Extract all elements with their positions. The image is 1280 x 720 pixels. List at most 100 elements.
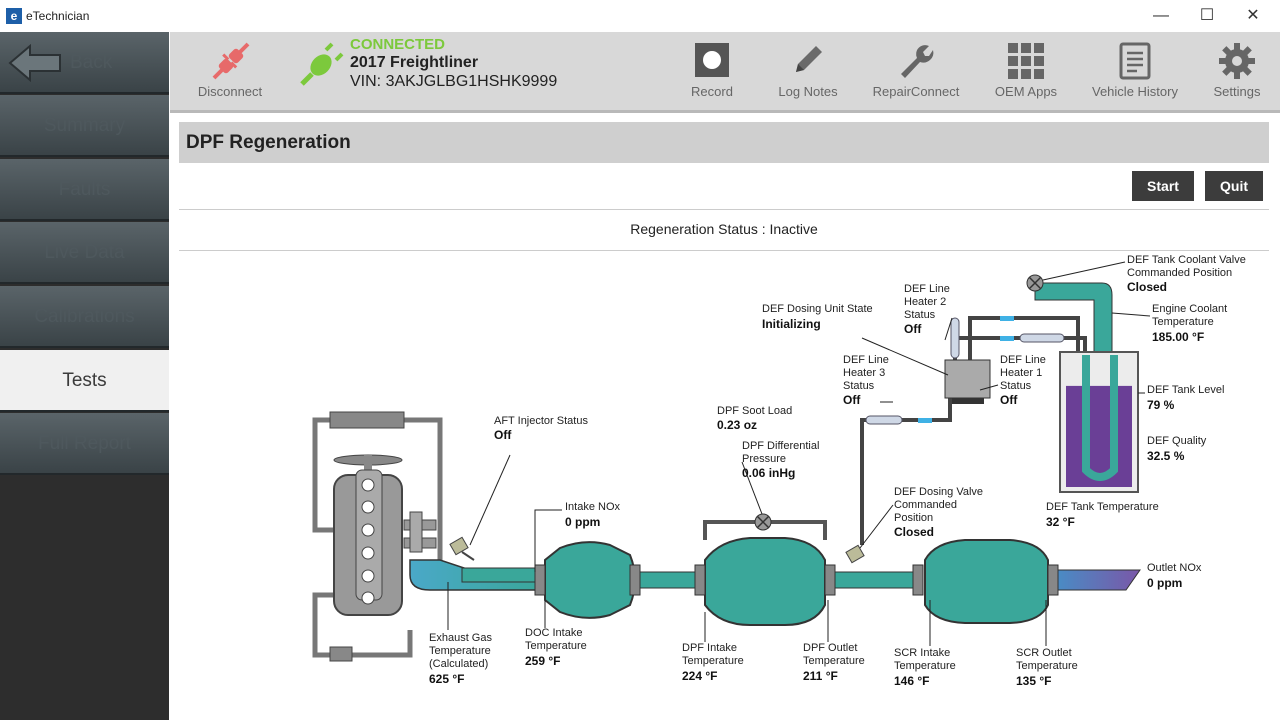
sidebar-item-calibrations[interactable]: Calibrations xyxy=(0,286,169,348)
close-button[interactable]: ✕ xyxy=(1246,7,1260,24)
oem-apps-button[interactable]: OEM Apps xyxy=(981,32,1071,110)
repairconnect-label: RepairConnect xyxy=(872,84,960,99)
page-title: DPF Regeneration xyxy=(186,132,351,153)
dpf-intake-label: DPF Intake xyxy=(682,642,738,654)
line-heater1-label: Heater 1 xyxy=(1000,367,1043,379)
dpf-flange xyxy=(824,564,836,596)
minimize-button[interactable]: — xyxy=(1153,7,1169,24)
log-notes-button[interactable]: Log Notes xyxy=(768,32,848,110)
scr-intake-value: 146 °F xyxy=(894,674,930,688)
dpf-intake-label: Temperature xyxy=(682,655,744,667)
line-heater3-label: Heater 3 xyxy=(843,367,886,379)
repairconnect-button[interactable]: RepairConnect xyxy=(866,32,966,110)
dosing-valve-label: Commanded xyxy=(894,499,957,511)
line-heater2-label: Status xyxy=(904,309,936,321)
line-heater2-value: Off xyxy=(904,322,922,336)
line-heater3-label: Status xyxy=(843,380,875,392)
aft-injector-label: AFT Injector Status xyxy=(494,415,588,427)
record-label: Record xyxy=(691,84,733,99)
sidebar-item-label: Calibrations xyxy=(34,306,135,327)
unplug-icon xyxy=(212,42,250,80)
connection-status: CONNECTED xyxy=(350,36,446,53)
line-heater1-label: DEF Line xyxy=(1000,354,1046,366)
dpf-flange xyxy=(694,564,706,596)
log-notes-label: Log Notes xyxy=(778,84,838,99)
line-heater3-value: Off xyxy=(843,393,861,407)
record-icon xyxy=(695,43,729,77)
page-header: DPF Regeneration xyxy=(179,122,1269,163)
settings-label: Settings xyxy=(1213,84,1261,99)
exhaust-temp-value: 625 °F xyxy=(429,672,465,686)
doc-intake-value: 259 °F xyxy=(525,654,561,668)
def-tank-level-fill xyxy=(1066,385,1132,487)
dpf-soot-value: 0.23 oz xyxy=(717,418,758,432)
coolant-valve-label: DEF Tank Coolant Valve xyxy=(1127,254,1246,266)
disconnect-button[interactable]: Disconnect xyxy=(190,32,270,110)
dpf-outlet-label: Temperature xyxy=(803,655,865,667)
tank-level-label: DEF Tank Level xyxy=(1147,384,1225,396)
app-title: eTechnician xyxy=(26,9,90,23)
vehicle-history-button[interactable]: Vehicle History xyxy=(1085,32,1185,110)
dpf-diff-label: DPF Differential xyxy=(742,440,820,452)
engine-icon xyxy=(333,454,437,616)
dpf-canister xyxy=(704,537,826,626)
line-heater2-label: Heater 2 xyxy=(904,296,947,308)
sidebar-item-faults[interactable]: Faults xyxy=(0,159,169,221)
divider xyxy=(179,250,1269,251)
settings-button[interactable]: Settings xyxy=(1201,32,1273,110)
quit-button[interactable]: Quit xyxy=(1205,171,1263,201)
dpf-outlet-label: DPF Outlet xyxy=(803,642,858,654)
doc-canister xyxy=(544,541,636,619)
line-heater2-label: DEF Line xyxy=(904,283,950,295)
tank-level-value: 79 % xyxy=(1147,398,1175,412)
sidebar-item-tests[interactable]: Tests xyxy=(0,350,169,412)
tank-temp-value: 32 °F xyxy=(1046,515,1075,529)
exhaust-temp-label: Temperature xyxy=(429,645,491,657)
regeneration-status: Regeneration Status : Inactive xyxy=(630,221,818,237)
aft-injector-icon xyxy=(449,536,475,561)
line-heater3-label: DEF Line xyxy=(843,354,889,366)
def-dosing-unit-icon xyxy=(944,359,991,404)
coolant-valve-value: Closed xyxy=(1127,280,1168,294)
def-quality-value: 32.5 % xyxy=(1147,449,1185,463)
intake-nox-label: Intake NOx xyxy=(565,501,621,513)
start-button[interactable]: Start xyxy=(1132,171,1194,201)
exhaust-temp-label: (Calculated) xyxy=(429,658,489,670)
line-heater1-label: Status xyxy=(1000,380,1032,392)
dosing-unit-label: DEF Dosing Unit State xyxy=(762,303,873,315)
pencil-icon xyxy=(796,46,822,72)
coolant-valve-label: Commanded Position xyxy=(1127,267,1233,279)
dosing-valve-label: Position xyxy=(894,512,934,524)
sidebar-item-label: Faults xyxy=(58,179,111,200)
def-line-heater-icons xyxy=(865,317,1065,425)
doc-flange xyxy=(534,564,546,596)
sidebar-item-label: Live Data xyxy=(44,242,125,263)
divider xyxy=(179,209,1269,210)
scr-flange xyxy=(1047,564,1059,596)
tank-temp-label: DEF Tank Temperature xyxy=(1046,501,1159,513)
scr-intake-label: Temperature xyxy=(894,660,956,672)
scr-outlet-label: SCR Outlet xyxy=(1016,647,1072,659)
exhaust-pipe-segment xyxy=(461,567,543,583)
sidebar-item-summary[interactable]: Summary xyxy=(0,95,169,157)
disconnect-label: Disconnect xyxy=(197,84,263,99)
vehicle-history-label: Vehicle History xyxy=(1092,84,1178,99)
line-heater1-value: Off xyxy=(1000,393,1018,407)
def-flow-arrows xyxy=(918,316,1014,423)
dosing-valve-value: Closed xyxy=(894,525,935,539)
sidebar-item-live-data[interactable]: Live Data xyxy=(0,222,169,284)
intake-nox-value: 0 ppm xyxy=(565,515,601,529)
engine-intake-loop xyxy=(312,417,443,658)
def-dosing-valve-icon xyxy=(845,544,865,564)
pipe-doc-dpf xyxy=(639,571,696,589)
maximize-button[interactable]: ☐ xyxy=(1199,7,1215,24)
engine-coolant-label: Engine Coolant xyxy=(1152,303,1228,315)
record-button[interactable]: Record xyxy=(672,32,752,110)
title-bar: e eTechnician — ☐ ✕ xyxy=(0,0,1280,32)
coolant-pump xyxy=(329,646,353,662)
tailpipe xyxy=(1057,569,1141,591)
sidebar-item-back[interactable]: Back xyxy=(0,32,169,94)
aft-injector-value: Off xyxy=(494,428,512,442)
sidebar-item-full-report[interactable]: Full Report xyxy=(0,413,169,475)
